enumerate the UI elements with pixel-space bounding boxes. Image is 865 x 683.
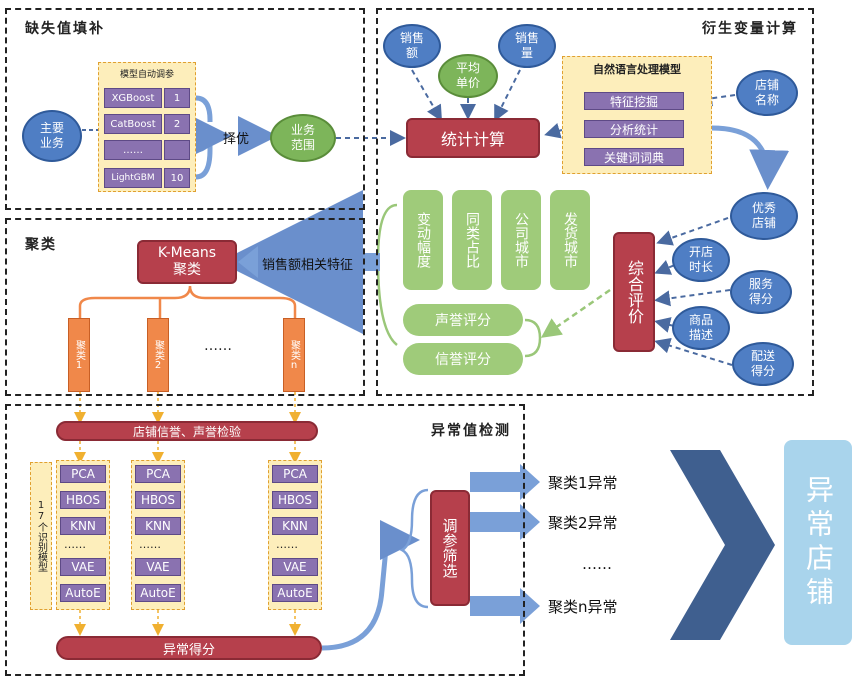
abnormal-store-result: 异常店铺 — [784, 440, 852, 645]
col1-hbos: HBOS — [60, 491, 106, 509]
col1-ellipsis: …… — [64, 538, 86, 551]
output-ellipsis: …… — [582, 555, 612, 573]
feature-shipping-city: 发货城市 — [550, 190, 590, 290]
model-rank-2: 2 — [164, 114, 190, 134]
nlp-analysis-stats: 分析统计 — [584, 120, 684, 138]
col1-vae: VAE — [60, 558, 106, 576]
col2-pca: PCA — [135, 465, 181, 483]
cluster-n: 聚类n — [283, 318, 305, 392]
excellent-store-node: 优秀 店铺 — [730, 192, 798, 240]
coln-vae: VAE — [272, 558, 318, 576]
col1-pca: PCA — [60, 465, 106, 483]
panel-derived-variables: 衍生变量计算 — [376, 8, 814, 396]
model-rank-blank — [164, 140, 190, 160]
select-best-label: 择优 — [223, 132, 250, 147]
avg-price-node: 平均 单价 — [438, 54, 498, 98]
cluster-dots: …… — [204, 338, 232, 354]
sales-feature-label: 销售额相关特征 — [262, 258, 354, 273]
seventeen-models-label: 17个识别模型 — [30, 462, 52, 610]
panel-title-anomaly: 异常值检测 — [431, 423, 511, 439]
panel-title-derived: 衍生变量计算 — [702, 21, 798, 37]
panel-missing-value: 缺失值填补 — [5, 8, 365, 210]
panel-clustering: 聚类 — [5, 218, 365, 396]
anomaly-score-node: 异常得分 — [56, 636, 322, 660]
model-rank-1: 1 — [164, 88, 190, 108]
credit-reputation-check: 店铺信誉、声誉检验 — [56, 421, 318, 441]
nlp-keyword-dict: 关键词词典 — [584, 148, 684, 166]
coln-pca: PCA — [272, 465, 318, 483]
panel-anomaly-detection: 异常值检测 — [5, 404, 525, 676]
model-xgboost: XGBoost — [104, 88, 162, 108]
feature-category-share: 同类占比 — [452, 190, 492, 290]
auto-tune-label: 模型自动调参 — [119, 70, 174, 80]
coln-autoe: AutoE — [272, 584, 318, 602]
panel-title-missing: 缺失值填补 — [25, 21, 105, 37]
delivery-score-node: 配送 得分 — [732, 342, 794, 386]
cluster-1: 聚类1 — [68, 318, 90, 392]
col2-hbos: HBOS — [135, 491, 181, 509]
model-rank-10: 10 — [164, 168, 190, 188]
sales-amount-node: 销售 额 — [383, 24, 441, 68]
nlp-feature-mining: 特征挖掘 — [584, 92, 684, 110]
col2-vae: VAE — [135, 558, 181, 576]
coln-ellipsis: …… — [276, 538, 298, 551]
output-cluster-2-anomaly: 聚类2异常 — [548, 514, 618, 532]
store-name-node: 店铺 名称 — [736, 70, 798, 116]
output-cluster-n-anomaly: 聚类n异常 — [548, 598, 618, 616]
model-ellipsis: …… — [104, 140, 162, 160]
model-lightgbm: LightGBM — [104, 168, 162, 188]
credit-score-node: 信誉评分 — [403, 343, 523, 375]
coln-hbos: HBOS — [272, 491, 318, 509]
col2-ellipsis: …… — [139, 538, 161, 551]
tune-filter-node: 调参筛选 — [430, 490, 470, 606]
service-score-node: 服务 得分 — [730, 270, 792, 314]
model-catboost: CatBoost — [104, 114, 162, 134]
nlp-model-title: 自然语言处理模型 — [593, 63, 681, 76]
col2-knn: KNN — [135, 517, 181, 535]
sales-volume-node: 销售 量 — [498, 24, 556, 68]
col2-autoe: AutoE — [135, 584, 181, 602]
stat-calc-node: 统计计算 — [406, 118, 540, 158]
feature-change-range: 变动幅度 — [403, 190, 443, 290]
panel-title-cluster: 聚类 — [25, 237, 57, 253]
feature-company-city: 公司城市 — [501, 190, 541, 290]
reputation-score-node: 声誉评分 — [403, 304, 523, 336]
composite-eval-node: 综合评价 — [613, 232, 655, 352]
business-scope-node: 业务 范围 — [270, 114, 336, 162]
kmeans-node: K-Means 聚类 — [137, 240, 237, 284]
cluster-2: 聚类2 — [147, 318, 169, 392]
open-duration-node: 开店 时长 — [672, 238, 730, 282]
coln-knn: KNN — [272, 517, 318, 535]
col1-autoe: AutoE — [60, 584, 106, 602]
main-business-node: 主要 业务 — [22, 110, 82, 162]
col1-knn: KNN — [60, 517, 106, 535]
product-desc-node: 商品 描述 — [672, 306, 730, 350]
output-cluster-1-anomaly: 聚类1异常 — [548, 474, 618, 492]
